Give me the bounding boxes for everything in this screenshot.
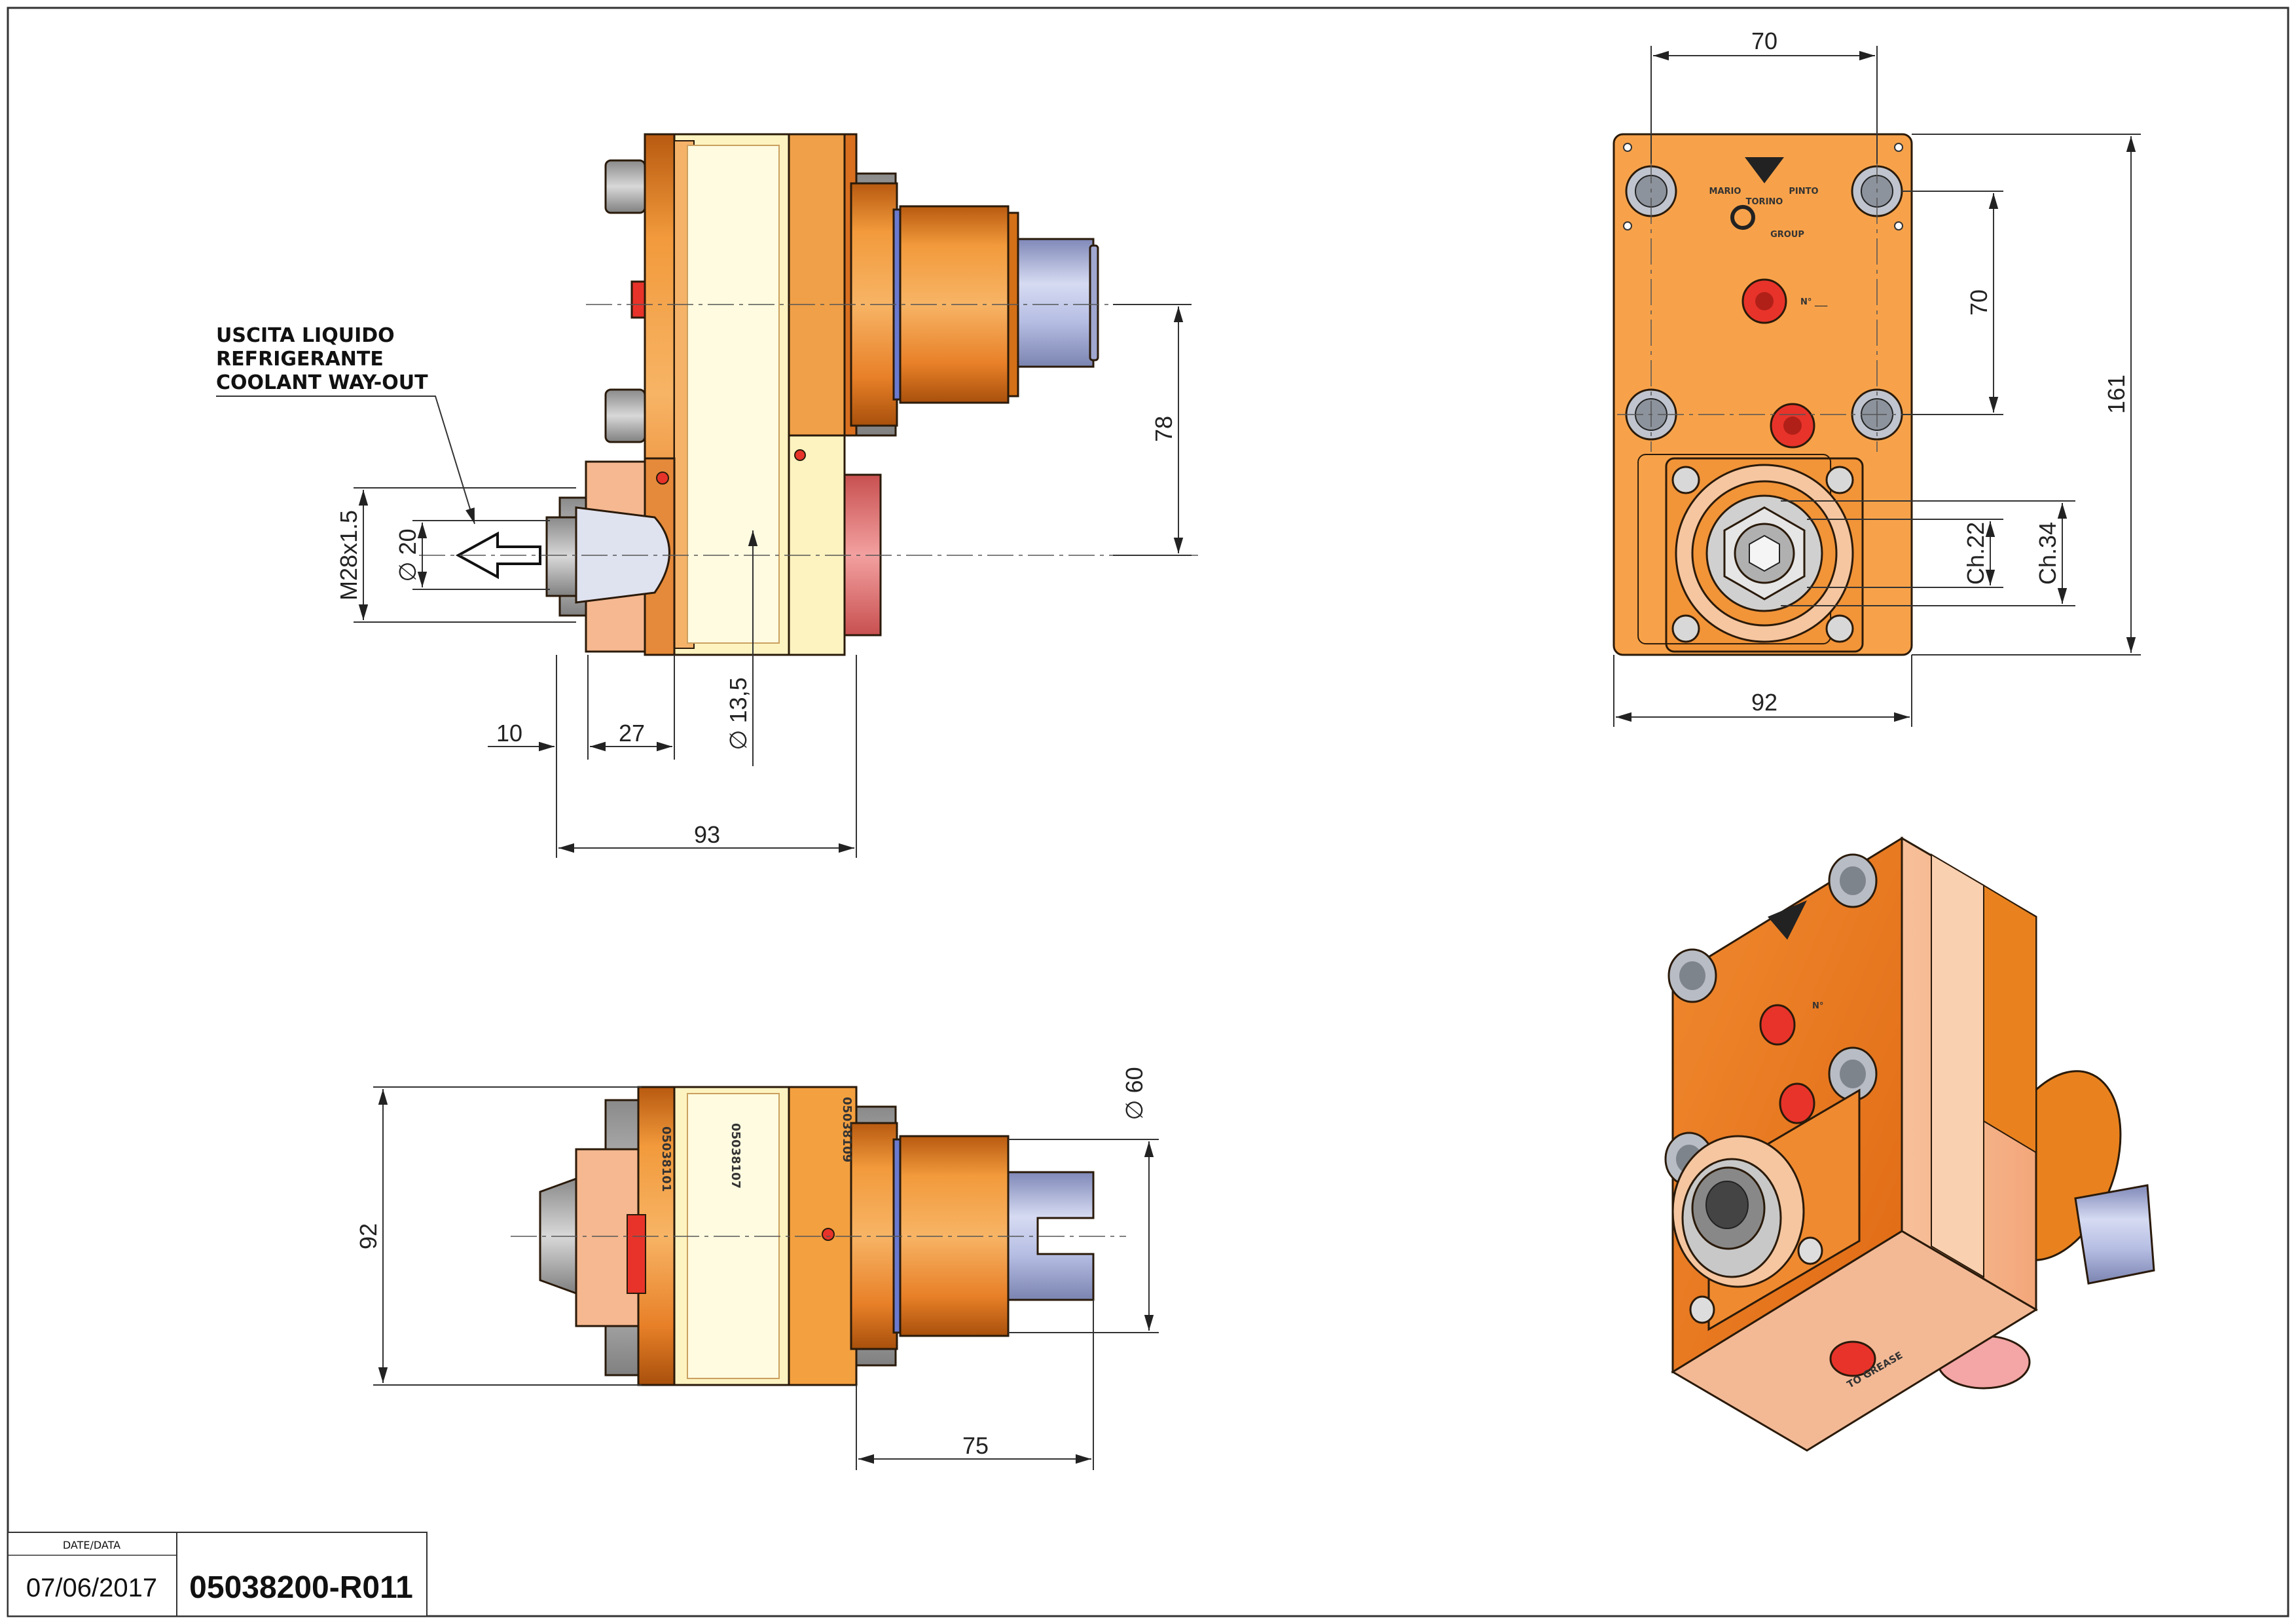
dim-161: 161	[2103, 375, 2130, 414]
isometric-view: N° TO GREASE	[1664, 836, 2155, 1452]
bottom-view: 05038101 05038107 05038109 92 ∅ 60 75	[355, 1067, 1159, 1470]
svg-text:PINTO: PINTO	[1789, 187, 1818, 196]
svg-text:N° ___: N° ___	[1800, 297, 1828, 307]
coolant-note-line-3: COOLANT WAY-OUT	[216, 371, 428, 394]
part-code-1: 05038101	[659, 1126, 673, 1192]
svg-text:N°: N°	[1812, 1001, 1823, 1011]
brand-logo-icon	[1745, 157, 1784, 183]
dim-27: 27	[619, 720, 645, 747]
dim-thread-m28: M28x1.5	[335, 510, 362, 600]
dim-70-right: 70	[1965, 289, 1992, 316]
dim-ch34: Ch.34	[2034, 522, 2061, 585]
dim-78: 78	[1150, 416, 1177, 442]
sheet-border	[7, 7, 2289, 1617]
side-view: 78 M28x1.5 ∅ 20 ∅ 13,5 10 27 93 USCITA L…	[216, 133, 1198, 858]
front-view: MARIO PINTO TORINO GROUP N° ___ 70	[1613, 28, 2141, 727]
dim-70-top: 70	[1751, 28, 1777, 54]
dim-10: 10	[496, 720, 522, 747]
dim-dia-60: ∅ 60	[1121, 1067, 1148, 1120]
title-block-date: 07/06/2017	[26, 1574, 157, 1602]
iso-bolt-icon	[1664, 853, 1878, 1187]
coolant-note-line-1: USCITA LIQUIDO	[216, 324, 395, 347]
svg-text:GROUP: GROUP	[1770, 230, 1804, 240]
hex-bolt-icon	[1625, 165, 1903, 441]
dim-75: 75	[962, 1432, 989, 1459]
coolant-note-line-2: REFRIGERANTE	[216, 348, 384, 371]
part-code-2: 05038107	[729, 1123, 742, 1189]
part-code-3: 05038109	[840, 1097, 854, 1162]
title-block-date-header: DATE/DATA	[63, 1539, 120, 1551]
dim-dia-20: ∅ 20	[394, 528, 421, 581]
svg-text:MARIO: MARIO	[1709, 187, 1741, 196]
title-block-code: 05038200-R011	[189, 1570, 413, 1605]
dim-dia-13-5: ∅ 13,5	[725, 677, 752, 750]
dim-92-front: 92	[1751, 689, 1777, 716]
dim-92-bottom: 92	[355, 1223, 382, 1249]
svg-text:TORINO: TORINO	[1746, 197, 1783, 207]
title-block: DATE/DATA 07/06/2017 05038200-R011	[7, 1532, 428, 1617]
dim-93: 93	[694, 821, 720, 848]
dim-ch22: Ch.22	[1962, 522, 1989, 585]
